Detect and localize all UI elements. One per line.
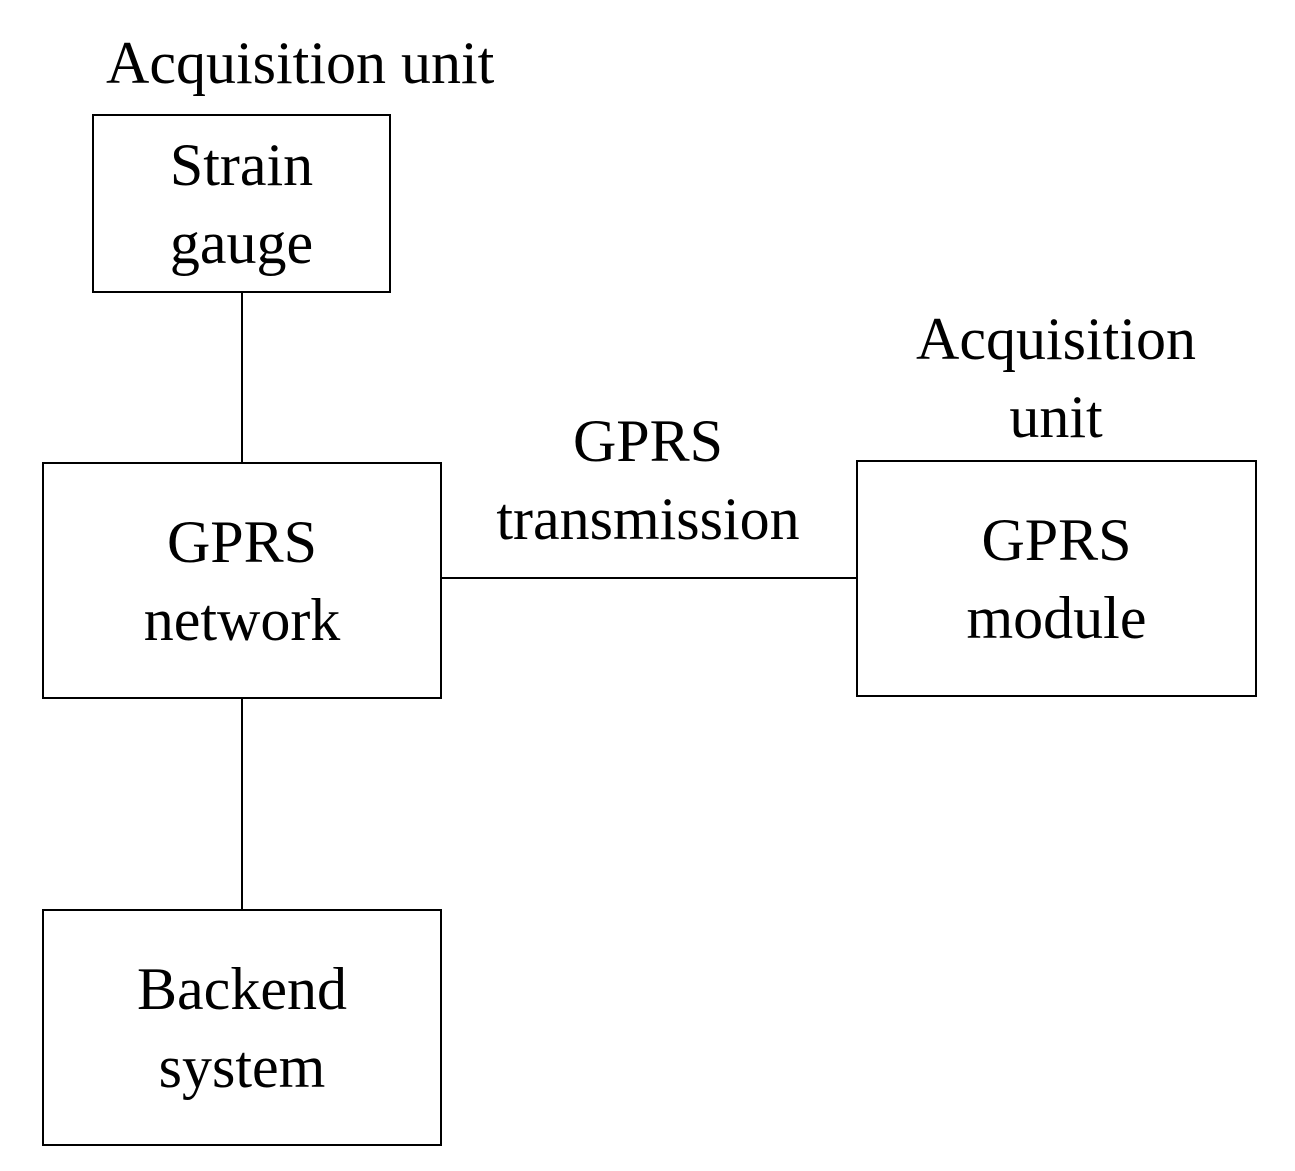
- right-acquisition-unit-line2: unit: [1009, 384, 1103, 450]
- strain-gauge-line2: gauge: [169, 209, 314, 276]
- backend-system-box: Backend system: [42, 909, 442, 1146]
- gprs-module-label: GPRS module: [967, 501, 1147, 657]
- gprs-module-line2: module: [966, 584, 1147, 651]
- gprs-network-line1: GPRS: [166, 508, 318, 575]
- strain-gauge-box: Strain gauge: [92, 114, 391, 293]
- strain-gauge-label: Strain gauge: [170, 126, 313, 282]
- backend-system-label: Backend system: [137, 950, 347, 1106]
- top-acquisition-unit-label: Acquisition unit: [106, 30, 495, 96]
- connector-network-to-backend: [241, 699, 243, 910]
- backend-system-line2: system: [158, 1033, 326, 1100]
- gprs-network-box: GPRS network: [42, 462, 442, 699]
- gprs-network-label: GPRS network: [144, 503, 341, 659]
- gprs-transmission-line2: transmission: [496, 486, 800, 552]
- right-acquisition-unit-line1: Acquisition: [916, 306, 1196, 372]
- gprs-module-line1: GPRS: [981, 506, 1132, 573]
- connector-strain-to-network: [241, 293, 243, 463]
- gprs-module-box: GPRS module: [856, 460, 1257, 697]
- gprs-transmission-label: GPRS transmission: [446, 402, 850, 558]
- connector-network-to-module: [442, 577, 857, 579]
- strain-gauge-line1: Strain: [169, 131, 314, 198]
- right-acquisition-unit-label: Acquisition unit: [856, 300, 1256, 456]
- gprs-transmission-line1: GPRS: [572, 408, 724, 474]
- gprs-network-line2: network: [143, 586, 341, 653]
- backend-system-line1: Backend: [137, 955, 347, 1022]
